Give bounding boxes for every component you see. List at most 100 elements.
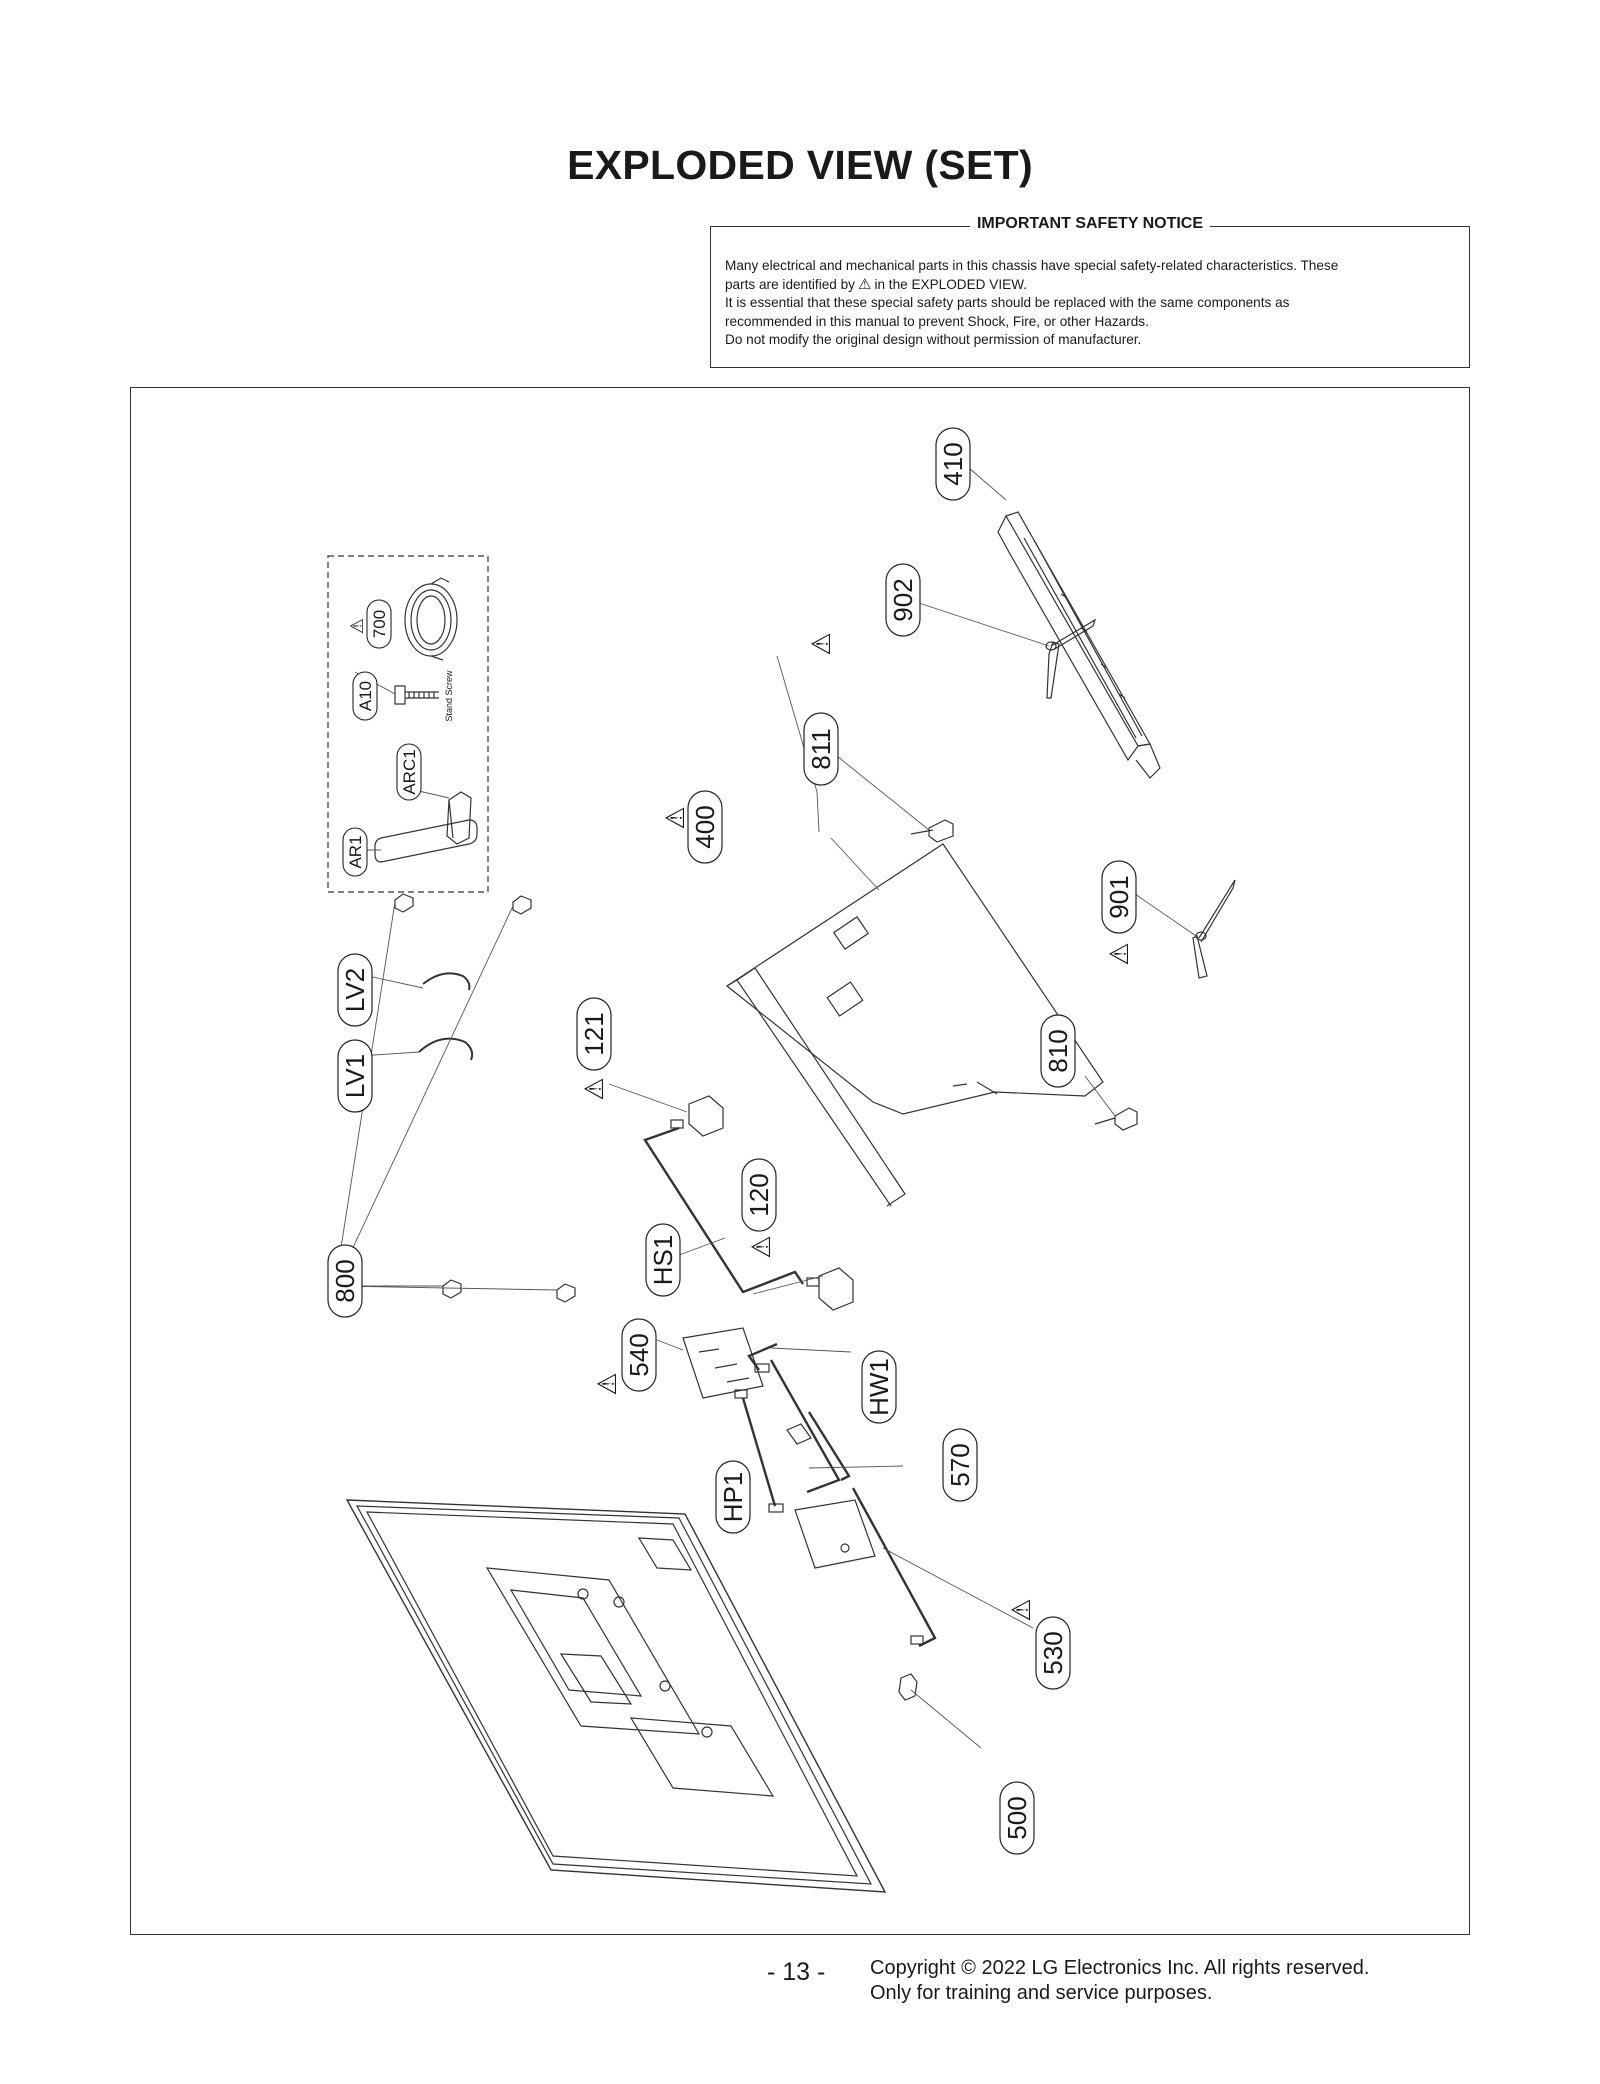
- svg-text:ARC1: ARC1: [400, 749, 419, 794]
- cable-lv2: [422, 972, 471, 991]
- copyright-notice: Copyright © 2022 LG Electronics Inc. All…: [870, 1956, 1369, 2006]
- warning-symbol-902: ⚠: [806, 632, 836, 655]
- power-cord-icon: [404, 577, 458, 661]
- svg-text:570: 570: [945, 1443, 975, 1486]
- stand-902-part: [1045, 618, 1097, 699]
- svg-text:⚠: ⚠: [746, 1235, 776, 1258]
- exploded-view-frame: 410 902 ⚠ 811 400 ⚠ 901 ⚠ 8: [130, 387, 1470, 1935]
- safety-notice-heading: IMPORTANT SAFETY NOTICE: [969, 215, 1211, 232]
- rear-cabinet-part: [725, 843, 1104, 1207]
- warning-symbol-530: ⚠: [1006, 1598, 1036, 1621]
- warning-symbol-700: ⚠: [347, 618, 367, 634]
- page-number: - 13 -: [767, 1958, 826, 1986]
- part-label-arc1: ARC1: [396, 743, 422, 801]
- svg-text:120: 120: [744, 1173, 774, 1216]
- speaker-811-part: [910, 819, 954, 843]
- part-label-121: 121: [576, 997, 612, 1071]
- part-label-570: 570: [942, 1428, 978, 1502]
- svg-text:⚠: ⚠: [1006, 1598, 1036, 1621]
- cable-hw1: [747, 1342, 841, 1494]
- svg-text:540: 540: [624, 1333, 654, 1376]
- accessories-box: [327, 555, 489, 893]
- svg-text:410: 410: [938, 442, 968, 485]
- warning-symbol-901: ⚠: [1104, 942, 1134, 965]
- svg-text:901: 901: [1104, 875, 1134, 918]
- notice-line-1: Many electrical and mechanical parts in …: [725, 258, 1339, 273]
- part-label-901: 901: [1101, 860, 1137, 934]
- warning-symbol-400: ⚠: [660, 806, 690, 829]
- part-label-hp1: HP1: [715, 1460, 751, 1534]
- part-500: [898, 1673, 918, 1701]
- block-120-part: [818, 1267, 854, 1311]
- part-label-hw1: HW1: [861, 1350, 897, 1424]
- svg-text:LV1: LV1: [340, 1054, 370, 1098]
- svg-text:HW1: HW1: [864, 1358, 894, 1416]
- safety-notice-text: Many electrical and mechanical parts in …: [725, 257, 1455, 350]
- copyright-line-2: Only for training and service purposes.: [870, 1982, 1213, 2004]
- svg-text:902: 902: [888, 578, 918, 621]
- cable-hs1: [643, 1119, 820, 1294]
- part-label-410: 410: [935, 427, 971, 501]
- svg-text:530: 530: [1038, 1631, 1068, 1674]
- notice-line-5: Do not modify the original design withou…: [725, 332, 1142, 347]
- part-label-hs1: HS1: [645, 1223, 681, 1297]
- svg-text:AR1: AR1: [346, 835, 365, 868]
- remote-holder-icon: [446, 791, 472, 845]
- leader-lines: [334, 467, 1200, 1749]
- warning-triangle-icon: ⚠: [857, 275, 872, 293]
- svg-text:400: 400: [690, 805, 720, 848]
- part-label-400: 400: [687, 790, 723, 864]
- part-label-lv1: LV1: [337, 1039, 373, 1113]
- part-label-810: 810: [1040, 1014, 1076, 1088]
- main-board-part: [682, 1327, 764, 1399]
- warning-symbol-120: ⚠: [746, 1235, 776, 1258]
- part-label-lv2: LV2: [337, 953, 373, 1027]
- notice-line-4: recommended in this manual to prevent Sh…: [725, 313, 1149, 329]
- svg-text:HP1: HP1: [718, 1472, 748, 1523]
- safety-notice-box: IMPORTANT SAFETY NOTICE Many electrical …: [710, 215, 1470, 368]
- part-label-700: 700: [366, 599, 392, 649]
- svg-text:810: 810: [1043, 1029, 1073, 1072]
- svg-text:⚠: ⚠: [660, 806, 690, 829]
- part-label-120: 120: [741, 1158, 777, 1232]
- svg-text:⚠: ⚠: [347, 618, 367, 634]
- notice-line-3: It is essential that these special safet…: [725, 295, 1290, 310]
- warning-symbol-121: ⚠: [579, 1077, 609, 1100]
- part-label-ar1: AR1: [342, 827, 368, 877]
- speaker-810-part: [1094, 1107, 1138, 1131]
- svg-text:800: 800: [330, 1259, 360, 1302]
- svg-text:700: 700: [370, 610, 389, 638]
- svg-text:500: 500: [1002, 1796, 1032, 1839]
- board-570-part: [786, 1411, 851, 1482]
- stand-screw-text: Stand Screw: [444, 670, 454, 722]
- remote-control-icon: [374, 819, 478, 863]
- part-label-500: 500: [999, 1781, 1035, 1855]
- notice-line-2: parts are identified by⚠in the EXPLODED …: [725, 275, 1028, 293]
- display-module-part: [345, 1499, 887, 1893]
- svg-text:811: 811: [806, 728, 836, 769]
- cable-hp1: [734, 1389, 784, 1513]
- cable-lv1: [418, 1037, 474, 1061]
- part-label-540: 540: [621, 1318, 657, 1392]
- svg-text:⚠: ⚠: [592, 1372, 622, 1395]
- stand-screw-icon: [394, 685, 439, 705]
- part-label-811: 811: [803, 712, 839, 786]
- svg-text:LV2: LV2: [340, 968, 370, 1012]
- svg-text:A10: A10: [356, 681, 375, 711]
- copyright-line-1: Copyright © 2022 LG Electronics Inc. All…: [870, 1957, 1370, 1979]
- svg-text:HS1: HS1: [648, 1235, 678, 1286]
- exploded-view-diagram: 410 902 ⚠ 811 400 ⚠ 901 ⚠ 8: [327, 427, 1236, 1893]
- page-title: EXPLODED VIEW (SET): [567, 142, 1033, 188]
- svg-text:121: 121: [579, 1012, 609, 1055]
- block-121-part: [688, 1095, 724, 1137]
- svg-text:⚠: ⚠: [1104, 942, 1134, 965]
- part-labels: 410 902 ⚠ 811 400 ⚠ 901 ⚠ 8: [327, 427, 1137, 1855]
- svg-text:⚠: ⚠: [806, 632, 836, 655]
- board-530-part: [794, 1487, 937, 1648]
- brackets-800: [394, 893, 576, 1303]
- back-cover-part: [997, 511, 1161, 779]
- svg-text:Stand Screw: Stand Screw: [444, 670, 454, 722]
- stand-901-part: [1192, 879, 1236, 979]
- part-label-902: 902: [885, 563, 921, 637]
- part-label-a10: A10: [352, 671, 378, 721]
